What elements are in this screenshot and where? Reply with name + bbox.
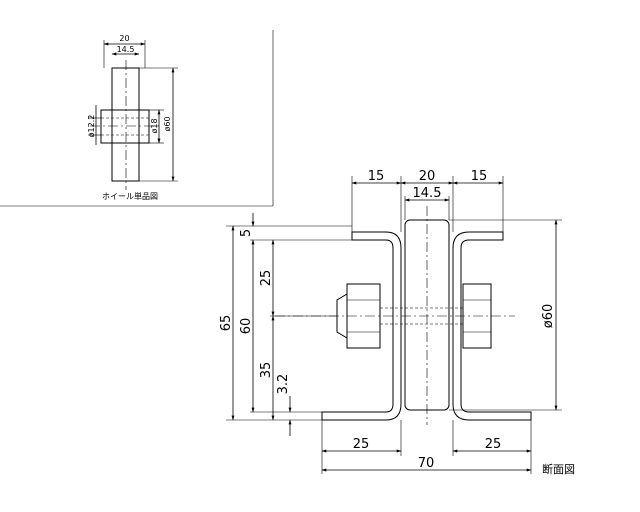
section-dim-20: 20 — [419, 169, 436, 184]
detail-dim-18: ø18 — [150, 118, 159, 133]
detail-title: ホイール単品図 — [102, 191, 158, 201]
section-view: 15 20 15 14.5 65 60 5 25 35 3.2 ø60 — [219, 169, 575, 476]
detail-dim-60: ø60 — [163, 116, 172, 131]
detail-dim-12-2: ø12.2 — [87, 115, 96, 138]
section-dim-25-bottom-right: 25 — [485, 437, 502, 452]
section-dim-25: 25 — [259, 270, 274, 287]
section-dim-70: 70 — [418, 456, 435, 471]
detail-dim-14-5: 14.5 — [117, 45, 135, 54]
section-bolt-head — [336, 293, 348, 339]
section-dim-14-5: 14.5 — [413, 186, 442, 201]
section-title: 断面図 — [542, 462, 575, 476]
section-dim-35: 35 — [259, 362, 274, 379]
section-dim-60-right: ø60 — [541, 304, 556, 329]
section-left-bracket — [321, 231, 402, 421]
detail-view: 20 14.5 ø12.2 ø18 ø60 ホイール単品図 — [0, 30, 274, 207]
section-dim-3-2: 3.2 — [276, 374, 291, 395]
section-dim-5: 5 — [239, 229, 254, 237]
detail-hub-outline — [100, 109, 150, 144]
section-dim-15-left: 15 — [368, 169, 385, 184]
section-right-bracket — [452, 231, 532, 421]
section-right-nut — [462, 283, 492, 349]
section-dim-65: 65 — [219, 315, 234, 332]
detail-dim-20: 20 — [119, 34, 129, 43]
section-dim-15-right: 15 — [471, 169, 488, 184]
detail-wheel-outline — [111, 67, 140, 182]
section-dim-25-bottom-left: 25 — [353, 437, 370, 452]
section-dim-60: 60 — [239, 318, 254, 335]
